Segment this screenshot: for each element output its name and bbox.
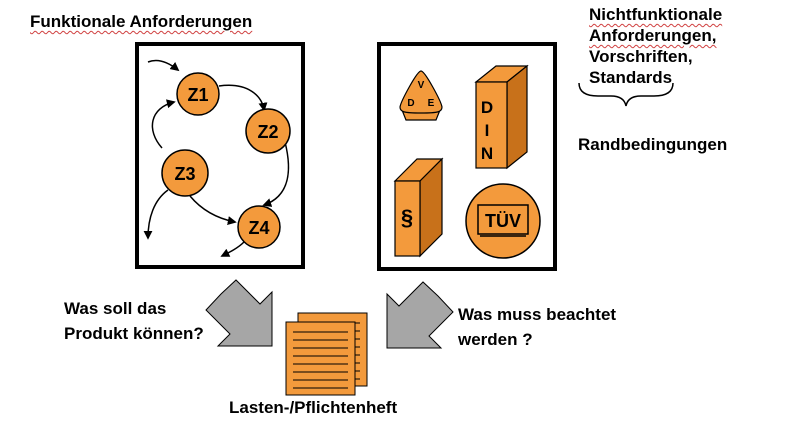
- question-left-line-2: Produkt können?: [64, 324, 204, 343]
- requirements-document-icon: [285, 312, 368, 396]
- vde-letter-e: E: [428, 98, 435, 109]
- question-product-capabilities: Was soll das Produkt können?: [64, 296, 204, 346]
- question-right-line-1: Was muss beachtet: [458, 305, 617, 324]
- question-left-line-1: Was soll das: [64, 299, 167, 318]
- din-book-icon: D I N: [474, 64, 529, 170]
- din-letter-n: N: [481, 144, 493, 163]
- requirements-document-label: Lasten-/Pflichtenheft: [229, 398, 398, 417]
- transition-z1-z2: [218, 84, 268, 112]
- state-z3: Z3: [161, 149, 209, 197]
- state-z2: Z2: [245, 108, 291, 154]
- din-book-side: [506, 64, 528, 170]
- state-z4: Z4: [237, 205, 281, 249]
- transition-z3-exit: [143, 189, 169, 240]
- requirements-brace: [578, 82, 674, 107]
- vde-triangle-icon: [399, 70, 443, 114]
- state-z1-label: Z1: [187, 85, 208, 105]
- vde-letter-v: V: [418, 80, 425, 91]
- state-transitions: [143, 59, 290, 257]
- tuev-seal-text: TÜV: [485, 211, 521, 231]
- nonfunctional-requirements-title: Nichtfunktionale Anforderungen, Vorschri…: [589, 4, 722, 88]
- paragraph-book-front: [394, 180, 421, 257]
- din-letter-i: I: [485, 121, 490, 140]
- state-z1-circle: [176, 72, 220, 116]
- vde-badge: V D E: [399, 70, 443, 121]
- functional-requirements-title-text: Funktionale Anforderungen: [30, 12, 253, 31]
- state-z2-circle: [245, 108, 291, 154]
- arrow-right-down-icon: [386, 281, 454, 349]
- transition-z4-exit: [220, 241, 245, 257]
- document-front-page: [285, 321, 356, 396]
- state-z4-label: Z4: [248, 218, 269, 238]
- state-z4-circle: [237, 205, 281, 249]
- paragraph-symbol: §: [401, 205, 413, 230]
- din-letter-d: D: [481, 98, 493, 117]
- nonfunctional-line-1: Nichtfunktionale: [589, 5, 723, 24]
- state-z3-label: Z3: [174, 164, 195, 184]
- vde-letter-d: D: [407, 98, 414, 109]
- transition-z3-z4: [189, 195, 237, 225]
- transition-z3-z1: [151, 99, 176, 149]
- question-right-line-2: werden ?: [458, 330, 533, 349]
- nonfunctional-line-3: Vorschriften,: [589, 47, 693, 66]
- nonfunctional-line-2: Anforderungen,: [589, 26, 717, 45]
- transition-z2-z4: [262, 141, 290, 207]
- tuev-seal-icon: TÜV: [465, 183, 541, 259]
- question-constraints: Was muss beachtet werden ?: [458, 302, 616, 352]
- state-z3-circle: [161, 149, 209, 197]
- paragraph-book-icon: §: [393, 157, 444, 258]
- functional-requirements-title: Funktionale Anforderungen: [30, 12, 252, 32]
- state-z2-label: Z2: [257, 122, 278, 142]
- din-book-front: [475, 81, 508, 169]
- nonfunctional-line-4: Standards: [589, 68, 673, 87]
- state-z1: Z1: [176, 72, 220, 116]
- arrow-left-down-icon: [205, 279, 273, 347]
- boundary-conditions-label: Randbedingungen: [578, 135, 728, 154]
- tuev-seal-plate: [477, 204, 529, 235]
- transition-entry-z1: [147, 59, 180, 72]
- document-front-lines: [293, 331, 348, 389]
